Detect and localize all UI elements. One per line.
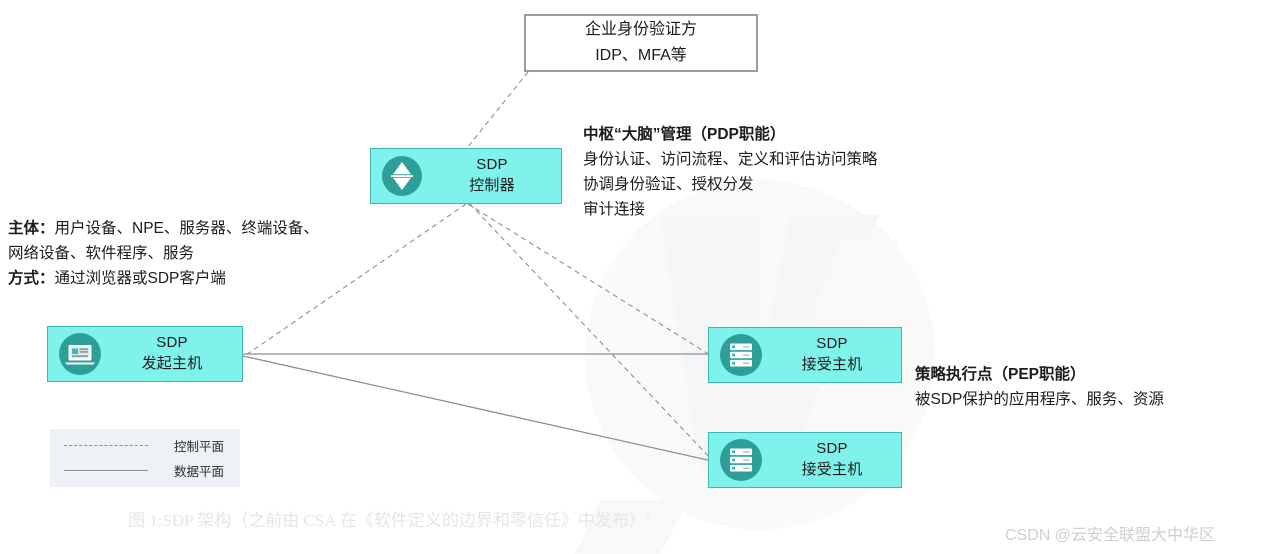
sdp-controller-box: SDP 控制器 bbox=[370, 148, 562, 204]
legend-rows: 控制平面 数据平面 bbox=[50, 433, 240, 483]
legend-row-control-plane: 控制平面 bbox=[64, 433, 226, 458]
legend-row-data-plane: 数据平面 bbox=[64, 458, 226, 483]
sdp-initiating-host-line-1: SDP bbox=[156, 334, 188, 352]
sdp-accepting-host-1-line-2: 接受主机 bbox=[801, 356, 863, 373]
updown-arrows-circle-icon bbox=[371, 154, 433, 198]
server-rack-circle-icon bbox=[709, 437, 773, 483]
pep-notes-title: 策略执行点（PEP职能） bbox=[915, 366, 1086, 383]
sdp-accepting-host-1-label: SDP 接受主机 bbox=[773, 334, 901, 375]
figure-caption-footnote: 5 bbox=[645, 511, 651, 523]
sdp-controller-line-1: SDP bbox=[476, 156, 508, 174]
pdp-notes-line-2: 协调身份验证、授权分发 bbox=[583, 176, 754, 193]
sdp-accepting-host-box-1: SDP 接受主机 bbox=[708, 327, 902, 383]
legend-label-control-plane: 控制平面 bbox=[174, 440, 225, 454]
legend-box: 控制平面 数据平面 bbox=[50, 429, 240, 487]
pdp-notes-title: 中枢“大脑”管理（PDP职能） bbox=[583, 126, 786, 143]
sdp-accepting-host-1-line-1: SDP bbox=[816, 335, 848, 353]
pdp-notes-line-1: 身份认证、访问流程、定义和评估访问策略 bbox=[583, 151, 878, 168]
dashed-line-swatch bbox=[64, 445, 148, 446]
sdp-initiating-host-line-2: 发起主机 bbox=[141, 355, 203, 372]
subject-notes-line-3: 通过浏览器或SDP客户端 bbox=[54, 270, 226, 287]
line-controller-to-accepting-host-1 bbox=[467, 203, 711, 356]
pep-notes: 策略执行点（PEP职能） 被SDP保护的应用程序、服务、资源 bbox=[915, 362, 1164, 412]
server-rack-circle-icon bbox=[709, 332, 773, 378]
laptop-circle-icon bbox=[48, 331, 112, 377]
sdp-initiating-host-box: SDP 发起主机 bbox=[47, 326, 243, 382]
figure-caption-text: 图 1:SDP 架构（之前由 CSA 在《软件定义的边界和零信任》中发布） bbox=[128, 511, 646, 530]
csdn-watermark: CSDN @云安全联盟大中华区 bbox=[1005, 527, 1216, 544]
figure-caption: 图 1:SDP 架构（之前由 CSA 在《软件定义的边界和零信任》中发布）5 bbox=[128, 506, 651, 531]
pdp-notes-line-3: 审计连接 bbox=[583, 201, 646, 218]
subject-notes: 主体：用户设备、NPE、服务器、终端设备、 网络设备、软件程序、服务 方式：通过… bbox=[8, 216, 319, 291]
sdp-initiating-host-label: SDP 发起主机 bbox=[112, 333, 242, 374]
subject-notes-label-1: 主体： bbox=[8, 220, 55, 237]
sdp-controller-line-2: 控制器 bbox=[469, 177, 515, 194]
idp-box-line-1: 企业身份验证方 bbox=[584, 21, 697, 39]
sdp-accepting-host-2-label: SDP 接受主机 bbox=[773, 439, 901, 480]
solid-line-swatch bbox=[64, 470, 148, 471]
sdp-controller-label: SDP 控制器 bbox=[433, 155, 561, 196]
subject-notes-line-1: 用户设备、NPE、服务器、终端设备、 bbox=[54, 220, 319, 237]
line-controller-to-accepting-host-2 bbox=[469, 203, 713, 461]
subject-notes-row-1: 主体：用户设备、NPE、服务器、终端设备、 bbox=[8, 216, 319, 241]
sdp-accepting-host-box-2: SDP 接受主机 bbox=[708, 432, 902, 488]
pdp-notes: 中枢“大脑”管理（PDP职能） 身份认证、访问流程、定义和评估访问策略 协调身份… bbox=[583, 122, 878, 222]
legend-label-data-plane: 数据平面 bbox=[174, 465, 225, 479]
line-idp-to-controller bbox=[466, 71, 529, 149]
sdp-accepting-host-2-line-1: SDP bbox=[816, 440, 848, 458]
line-data-initiating-to-accepting-2 bbox=[242, 355, 713, 462]
idp-box-line-2: IDP、MFA等 bbox=[595, 47, 687, 64]
subject-notes-label-2: 方式： bbox=[8, 270, 55, 287]
sdp-accepting-host-2-line-2: 接受主机 bbox=[801, 461, 863, 478]
subject-notes-row-3: 方式：通过浏览器或SDP客户端 bbox=[8, 266, 319, 291]
pep-notes-line-1: 被SDP保护的应用程序、服务、资源 bbox=[915, 391, 1164, 408]
enterprise-identity-provider-box: 企业身份验证方 IDP、MFA等 bbox=[524, 14, 758, 72]
subject-notes-line-2: 网络设备、软件程序、服务 bbox=[8, 245, 195, 262]
